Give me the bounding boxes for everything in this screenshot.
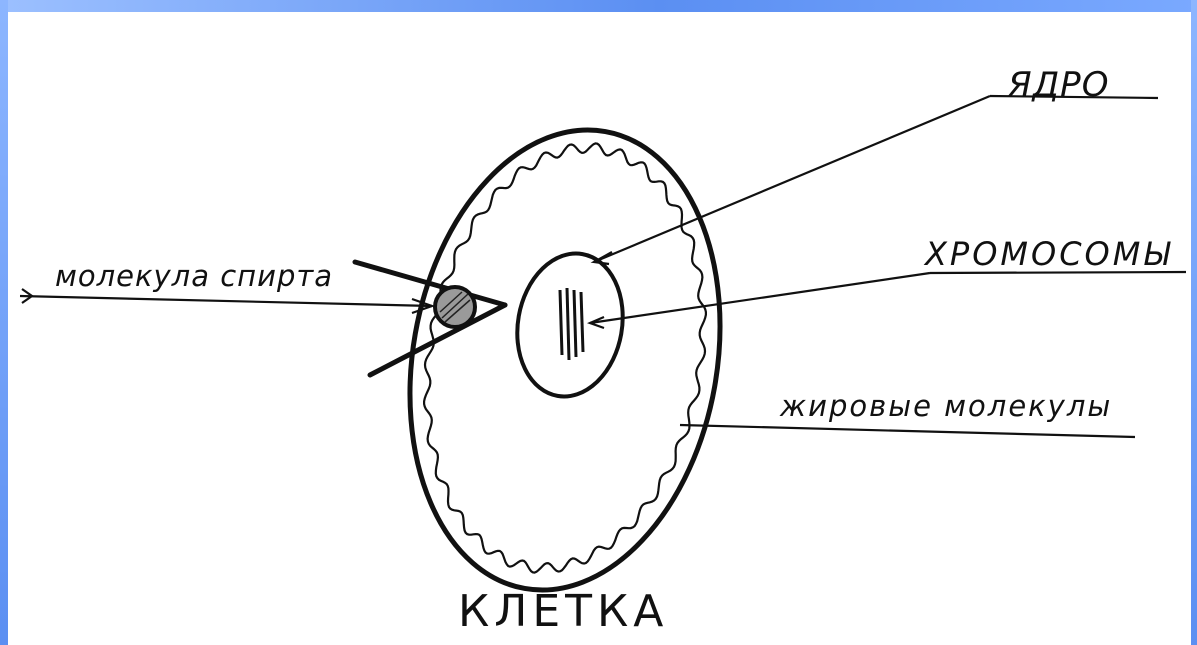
- label-fat-molecules: жировые молекулы: [780, 392, 1112, 421]
- chromosomes: [560, 288, 583, 360]
- label-cell: КЛЕТКА: [458, 590, 668, 634]
- leader-chromosomes: [590, 272, 1186, 328]
- label-nucleus: ЯДРО: [1008, 68, 1109, 102]
- leader-fat-molecules: [680, 425, 1135, 437]
- label-chromosomes: ХРОМОСОМЫ: [925, 238, 1173, 270]
- alcohol-molecule: [435, 287, 475, 327]
- cell-outer-membrane: [375, 105, 755, 615]
- label-alcohol-molecule: молекула спирта: [55, 262, 333, 291]
- nucleus: [506, 245, 633, 405]
